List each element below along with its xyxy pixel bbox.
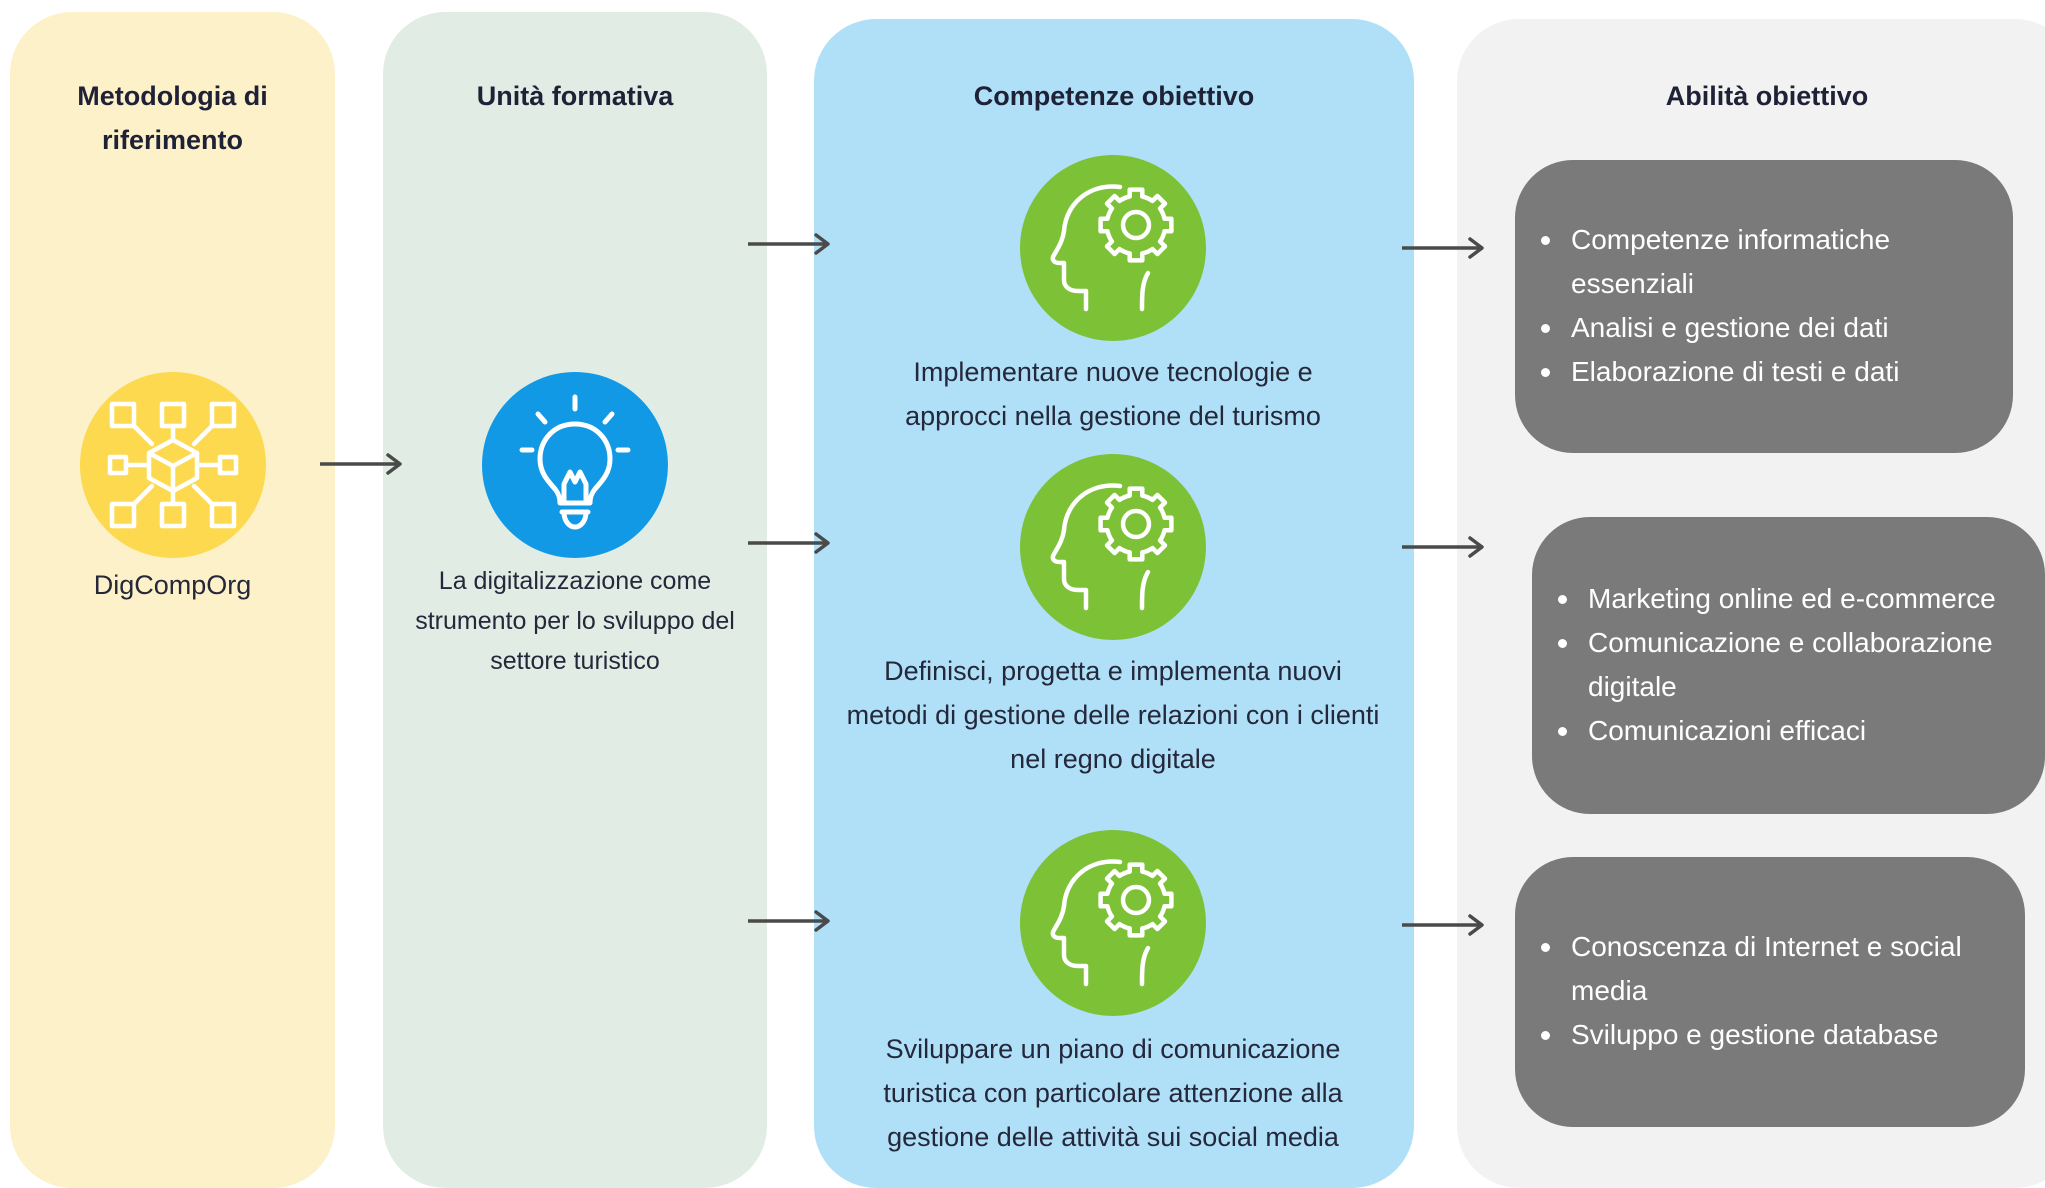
competence-label-3: Sviluppare un piano di comunicazione tur… <box>883 1034 1343 1152</box>
target-skills-heading: Abilità obiettivo <box>1665 81 1869 111</box>
head-gear-icon <box>1020 155 1206 341</box>
arrow-right-icon <box>1402 536 1484 558</box>
target-competences-heading: Competenze obiettivo <box>973 81 1255 111</box>
skill-item: Comunicazioni efficaci <box>1532 709 2037 753</box>
training-unit-heading: Unità formativa <box>476 81 674 111</box>
methodology-column <box>10 12 335 1188</box>
training-unit-column <box>383 12 767 1188</box>
arrow-right-icon <box>748 233 830 255</box>
head-gear-icon <box>1020 454 1206 640</box>
network-cube-icon <box>80 372 266 558</box>
training-unit-label: La digitalizzazione come strumento per l… <box>415 567 735 675</box>
arrow-right-icon <box>748 532 830 554</box>
arrow-right-icon <box>320 453 402 475</box>
arrow-right-icon <box>748 910 830 932</box>
methodology-heading: Metodologia di riferimento <box>77 81 268 155</box>
lightbulb-icon <box>482 372 668 558</box>
methodology-label: DigCompOrg <box>93 570 252 600</box>
skills-group-2: Marketing online ed e-commerce Comunicaz… <box>1532 517 2045 814</box>
skill-item: Elaborazione di testi e dati <box>1515 350 1965 394</box>
arrow-right-icon <box>1402 914 1484 936</box>
skill-item: Marketing online ed e-commerce <box>1532 577 2037 621</box>
arrow-right-icon <box>1402 237 1484 259</box>
skill-item: Comunicazione e collaborazione digitale <box>1532 621 2037 709</box>
skill-item: Competenze informatiche essenziali <box>1515 218 1965 306</box>
skill-item: Conoscenza di Internet e social media <box>1515 925 1965 1013</box>
skills-group-1: Competenze informatiche essenziali Anali… <box>1515 160 2013 453</box>
competence-label-1: Implementare nuove tecnologie e approcci… <box>905 357 1321 431</box>
head-gear-icon <box>1020 830 1206 1016</box>
skill-item: Sviluppo e gestione database <box>1515 1013 1965 1057</box>
competence-label-2: Definisci, progetta e implementa nuovi m… <box>846 656 1380 774</box>
skills-group-3: Conoscenza di Internet e social media Sv… <box>1515 857 2025 1127</box>
skill-item: Analisi e gestione dei dati <box>1515 306 1965 350</box>
